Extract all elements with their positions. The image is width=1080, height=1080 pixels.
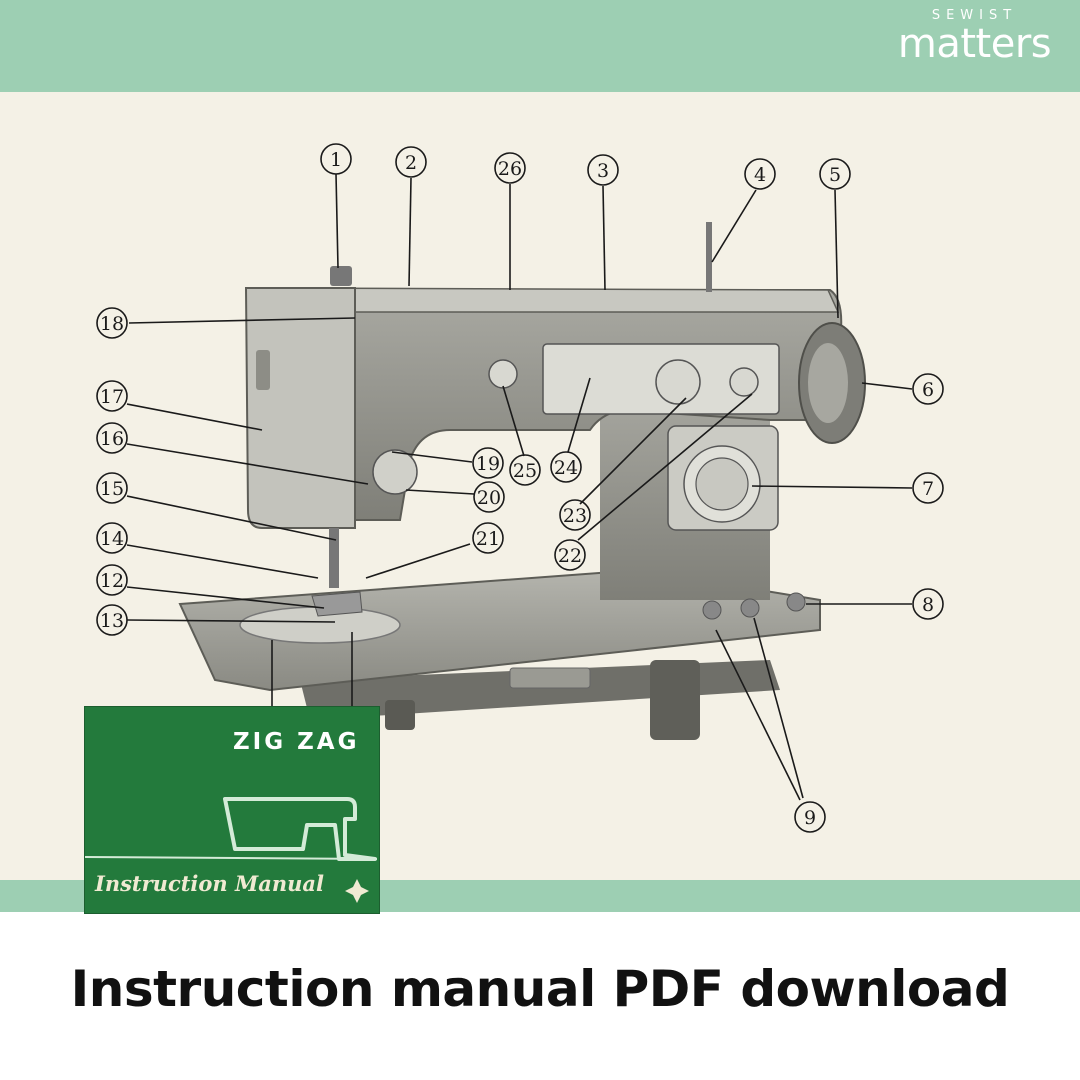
callout-marker-25 <box>509 454 541 486</box>
callout-22: 22 <box>558 545 582 567</box>
callout-26: 26 <box>498 158 522 180</box>
callout-7: 7 <box>922 478 934 500</box>
callout-marker-14 <box>96 522 128 554</box>
callout-19: 19 <box>476 453 500 475</box>
callout-3: 3 <box>597 160 609 182</box>
booklet-subtitle: Instruction Manual <box>95 871 324 896</box>
callout-marker-17 <box>96 380 128 412</box>
callout-16: 16 <box>100 428 124 450</box>
callout-18: 18 <box>100 313 124 335</box>
callout-12: 12 <box>100 570 124 592</box>
callout-marker-9 <box>794 801 826 833</box>
sewing-machine-illustration <box>178 222 866 740</box>
brand-logo: SEWIST matters <box>877 8 1072 68</box>
callout-marker-15 <box>96 472 128 504</box>
callout-4: 4 <box>754 164 766 186</box>
callout-marker-5 <box>819 158 851 190</box>
callout-marker-23 <box>559 499 591 531</box>
callout-marker-13 <box>96 604 128 636</box>
callout-marker-2 <box>395 146 427 178</box>
booklet-title: ZIG ZAG <box>233 729 360 755</box>
callout-marker-16 <box>96 422 128 454</box>
callout-24: 24 <box>554 457 578 479</box>
callout-5: 5 <box>829 164 841 186</box>
logo-wordmark: matters <box>897 21 1052 67</box>
callout-marker-21 <box>472 522 504 554</box>
callout-13: 13 <box>100 610 124 632</box>
callout-marker-26 <box>494 152 526 184</box>
callout-marker-3 <box>587 154 619 186</box>
callout-8: 8 <box>922 594 934 616</box>
callout-23: 23 <box>563 505 587 527</box>
logo-tagline: SEWIST <box>931 8 1018 23</box>
sewing-machine-outline-icon <box>85 797 378 903</box>
callout-20: 20 <box>477 487 501 509</box>
callout-marker-6 <box>912 373 944 405</box>
callout-marker-12 <box>96 564 128 596</box>
callout-labels: 1 2 26 3 4 5 6 18 17 16 15 14 12 13 19 2… <box>100 149 934 829</box>
manual-cover-thumbnail: ZIG ZAG Instruction Manual <box>84 706 380 914</box>
callout-marker-19 <box>472 447 504 479</box>
callout-1: 1 <box>330 149 342 171</box>
page-headline: Instruction manual PDF download <box>70 960 1010 1018</box>
callout-21: 21 <box>476 528 500 550</box>
callout-marker-8 <box>912 588 944 620</box>
callout-marker-1 <box>320 143 352 175</box>
callout-marker-24 <box>550 451 582 483</box>
callout-marker-18 <box>96 307 128 339</box>
callout-markers <box>96 143 944 833</box>
callout-6: 6 <box>922 379 934 401</box>
callout-marker-22 <box>554 539 586 571</box>
callout-25: 25 <box>513 460 537 482</box>
callout-marker-4 <box>744 158 776 190</box>
callout-9: 9 <box>804 807 816 829</box>
top-banner: SEWIST matters <box>0 0 1080 92</box>
callout-17: 17 <box>100 386 124 408</box>
callout-marker-7 <box>912 472 944 504</box>
callout-marker-20 <box>473 481 505 513</box>
callout-leader-lines <box>126 173 913 801</box>
callout-2: 2 <box>405 152 417 174</box>
callout-15: 15 <box>100 478 124 500</box>
callout-14: 14 <box>100 528 124 550</box>
